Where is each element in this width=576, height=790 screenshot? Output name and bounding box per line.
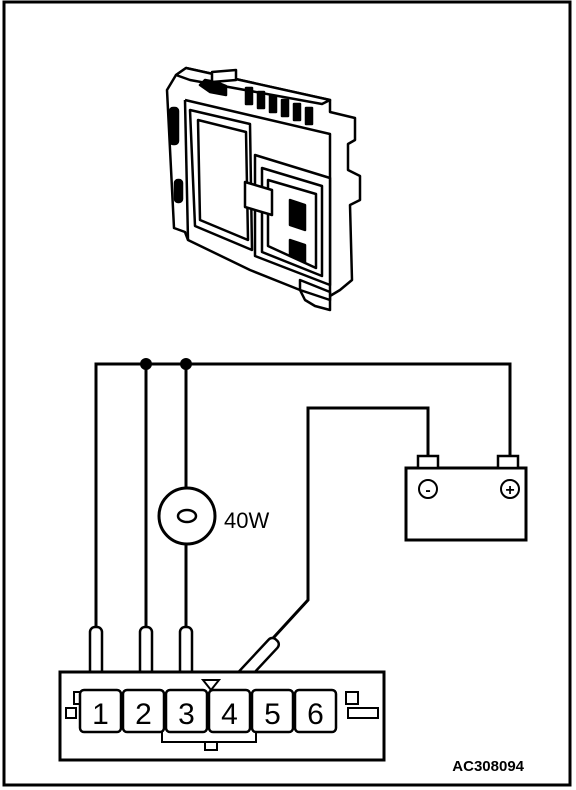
connector-pin-number: 3 [178, 698, 195, 731]
relay-unit-illustration [165, 66, 362, 312]
connector-pin-number: 1 [92, 698, 109, 731]
junction-dot [180, 358, 192, 370]
lamp-symbol [157, 486, 217, 546]
connector-pin-number: 5 [264, 698, 281, 731]
connector-pin-cell [207, 688, 252, 734]
figure-code: AC308094 [452, 758, 524, 775]
connector-pin-cell [293, 688, 338, 734]
battery-negative-terminal: - [425, 482, 430, 499]
lamp-rating: 40W [224, 508, 269, 533]
junction-dot [140, 358, 152, 370]
battery-symbol [404, 454, 528, 542]
connector-pin-cell [121, 688, 166, 734]
wire-pin1-to-battery-positive [94, 362, 512, 635]
wire-pin4-to-battery-negative [262, 406, 430, 650]
connector-pin-cell [78, 688, 123, 734]
connector-pin-number: 6 [307, 698, 324, 731]
connector-pin-number: 2 [135, 698, 152, 731]
connector-pin-number: 4 [221, 698, 238, 731]
connector-pin-cell [164, 688, 209, 734]
wiring [94, 362, 512, 650]
connector-pin-cell [250, 688, 295, 734]
battery-positive-terminal: + [505, 482, 514, 499]
